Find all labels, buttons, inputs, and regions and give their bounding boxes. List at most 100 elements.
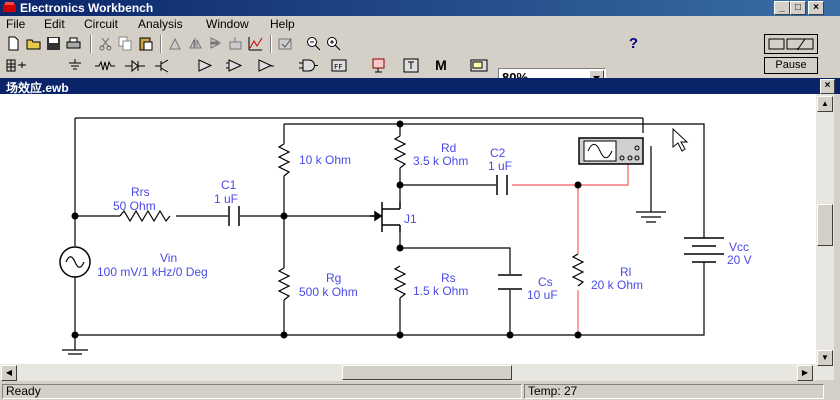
parts-bin-sources[interactable]: [62, 56, 88, 75]
scroll-left-button[interactable]: ◀: [1, 365, 17, 381]
rl-name: Rl: [620, 265, 631, 279]
printer-icon: [66, 37, 81, 49]
minimize-button[interactable]: _: [774, 1, 790, 15]
maximize-button[interactable]: □: [790, 1, 806, 15]
parts-bin-miscellaneous[interactable]: M: [435, 57, 447, 73]
menu-circuit[interactable]: Circuit: [84, 17, 119, 31]
mixed-ic-bin-icon: [226, 59, 243, 72]
parts-bin-analog-ics[interactable]: [192, 56, 218, 75]
menu-window[interactable]: Window: [206, 17, 249, 31]
j1-jfet[interactable]: [370, 202, 401, 232]
parts-bin-favorites[interactable]: [4, 56, 30, 75]
rrs-resistor[interactable]: [119, 209, 171, 223]
toolbar-separator: [270, 35, 272, 53]
junction-dots: [71, 120, 582, 339]
resistor-bin-icon: [95, 60, 115, 71]
power-switch[interactable]: [764, 34, 818, 54]
favorites-bin-icon: [6, 59, 26, 72]
print-button[interactable]: [64, 34, 83, 53]
mouse-pointer-icon: [672, 127, 689, 152]
menu-help[interactable]: Help: [270, 17, 295, 31]
open-button[interactable]: [24, 34, 43, 53]
parts-bin-transistors[interactable]: [150, 56, 176, 75]
r1-resistor[interactable]: [277, 143, 291, 177]
drain-source-wire: [399, 124, 496, 335]
zoom-out-icon: [307, 37, 321, 51]
cut-icon: [99, 37, 112, 51]
rs-resistor[interactable]: [393, 265, 407, 299]
horizontal-scroll-thumb[interactable]: [342, 365, 512, 380]
flip-vertical-button[interactable]: [206, 34, 225, 53]
menu-analysis[interactable]: Analysis: [138, 17, 183, 31]
oscilloscope[interactable]: [578, 137, 644, 165]
c2-capacitor[interactable]: [496, 175, 508, 195]
rg-resistor[interactable]: [277, 267, 291, 301]
close-button[interactable]: ×: [808, 1, 824, 15]
circuit-schematic: Rrs 50 Ohm C1 1 uF 10 k Ohm Rg 500 k Ohm…: [59, 117, 752, 355]
control-bin-icon: [403, 58, 419, 73]
app-icon: [3, 2, 16, 12]
save-button[interactable]: [44, 34, 63, 53]
new-button[interactable]: [4, 34, 23, 53]
power-switch-icon: [768, 38, 814, 50]
scroll-right-button[interactable]: ▶: [797, 365, 813, 381]
vin-ac-source[interactable]: [59, 246, 91, 278]
paste-button[interactable]: [136, 34, 155, 53]
toolbar-main: 80% ?: [0, 34, 840, 87]
paste-icon: [139, 37, 153, 51]
circuit-canvas[interactable]: Rrs 50 Ohm C1 1 uF 10 k Ohm Rg 500 k Ohm…: [0, 94, 816, 364]
parts-bin-instruments[interactable]: [466, 56, 492, 75]
document-title-bar: 场效应.ewb ×: [0, 78, 840, 95]
parts-bin-diodes[interactable]: [122, 56, 148, 75]
transistor-bin-icon: [155, 59, 169, 73]
status-text: Ready: [2, 384, 522, 399]
save-disk-icon: [47, 37, 60, 50]
parts-bin-digital-ics[interactable]: [252, 56, 278, 75]
component-properties-button[interactable]: [276, 34, 295, 53]
instrument-bin-icon: [470, 59, 488, 72]
parts-bin-indicators[interactable]: [366, 56, 392, 75]
rrs-name: Rrs: [131, 185, 150, 199]
vertical-scrollbar[interactable]: ▲ ▼: [816, 94, 834, 380]
parts-bin-controls[interactable]: [398, 56, 424, 75]
vcc-top-wire: [284, 123, 705, 238]
zoom-out-button[interactable]: [304, 34, 323, 53]
menu-file[interactable]: File: [6, 17, 26, 31]
vertical-scroll-thumb[interactable]: [817, 204, 833, 246]
document-close-button[interactable]: ×: [820, 79, 835, 94]
opamp-bin-icon: [198, 59, 213, 72]
window-title: Electronics Workbench: [20, 1, 154, 15]
pause-button[interactable]: Pause: [764, 57, 818, 74]
parts-bin-basic[interactable]: [92, 56, 118, 75]
cs-capacitor[interactable]: [498, 274, 522, 290]
probe-wires: [512, 164, 629, 335]
rrs-value: 50 Ohm: [113, 199, 156, 213]
cut-button[interactable]: [96, 34, 115, 53]
c2-value: 1 uF: [488, 159, 512, 173]
parts-bin-digital[interactable]: FF: [326, 56, 352, 75]
rotate-button[interactable]: [166, 34, 185, 53]
help-button[interactable]: ?: [628, 35, 639, 52]
parts-bin-logic-gates[interactable]: [296, 56, 322, 75]
title-bar: Electronics Workbench _ □ ×: [0, 0, 840, 16]
create-subcircuit-button[interactable]: [226, 34, 245, 53]
scroll-down-button[interactable]: ▼: [817, 350, 833, 366]
rd-value: 3.5 k Ohm: [413, 154, 468, 168]
rd-resistor[interactable]: [393, 135, 407, 169]
flipflop-bin-icon: FF: [331, 59, 347, 72]
c1-name: C1: [221, 178, 237, 192]
horizontal-scrollbar[interactable]: ◀ ▶: [0, 364, 816, 381]
properties-icon: [278, 38, 292, 50]
parts-bin-mixed-ics[interactable]: [222, 56, 248, 75]
svg-text:FF: FF: [334, 63, 342, 71]
menu-edit[interactable]: Edit: [44, 17, 65, 31]
rl-resistor[interactable]: [571, 253, 585, 287]
zoom-in-icon: [327, 37, 341, 51]
zoom-in-button[interactable]: [324, 34, 343, 53]
vcc-battery[interactable]: [684, 237, 724, 263]
c1-capacitor[interactable]: [228, 206, 240, 226]
scroll-up-button[interactable]: ▲: [817, 96, 833, 112]
graph-button[interactable]: [246, 34, 265, 53]
copy-button[interactable]: [116, 34, 135, 53]
flip-horizontal-button[interactable]: [186, 34, 205, 53]
